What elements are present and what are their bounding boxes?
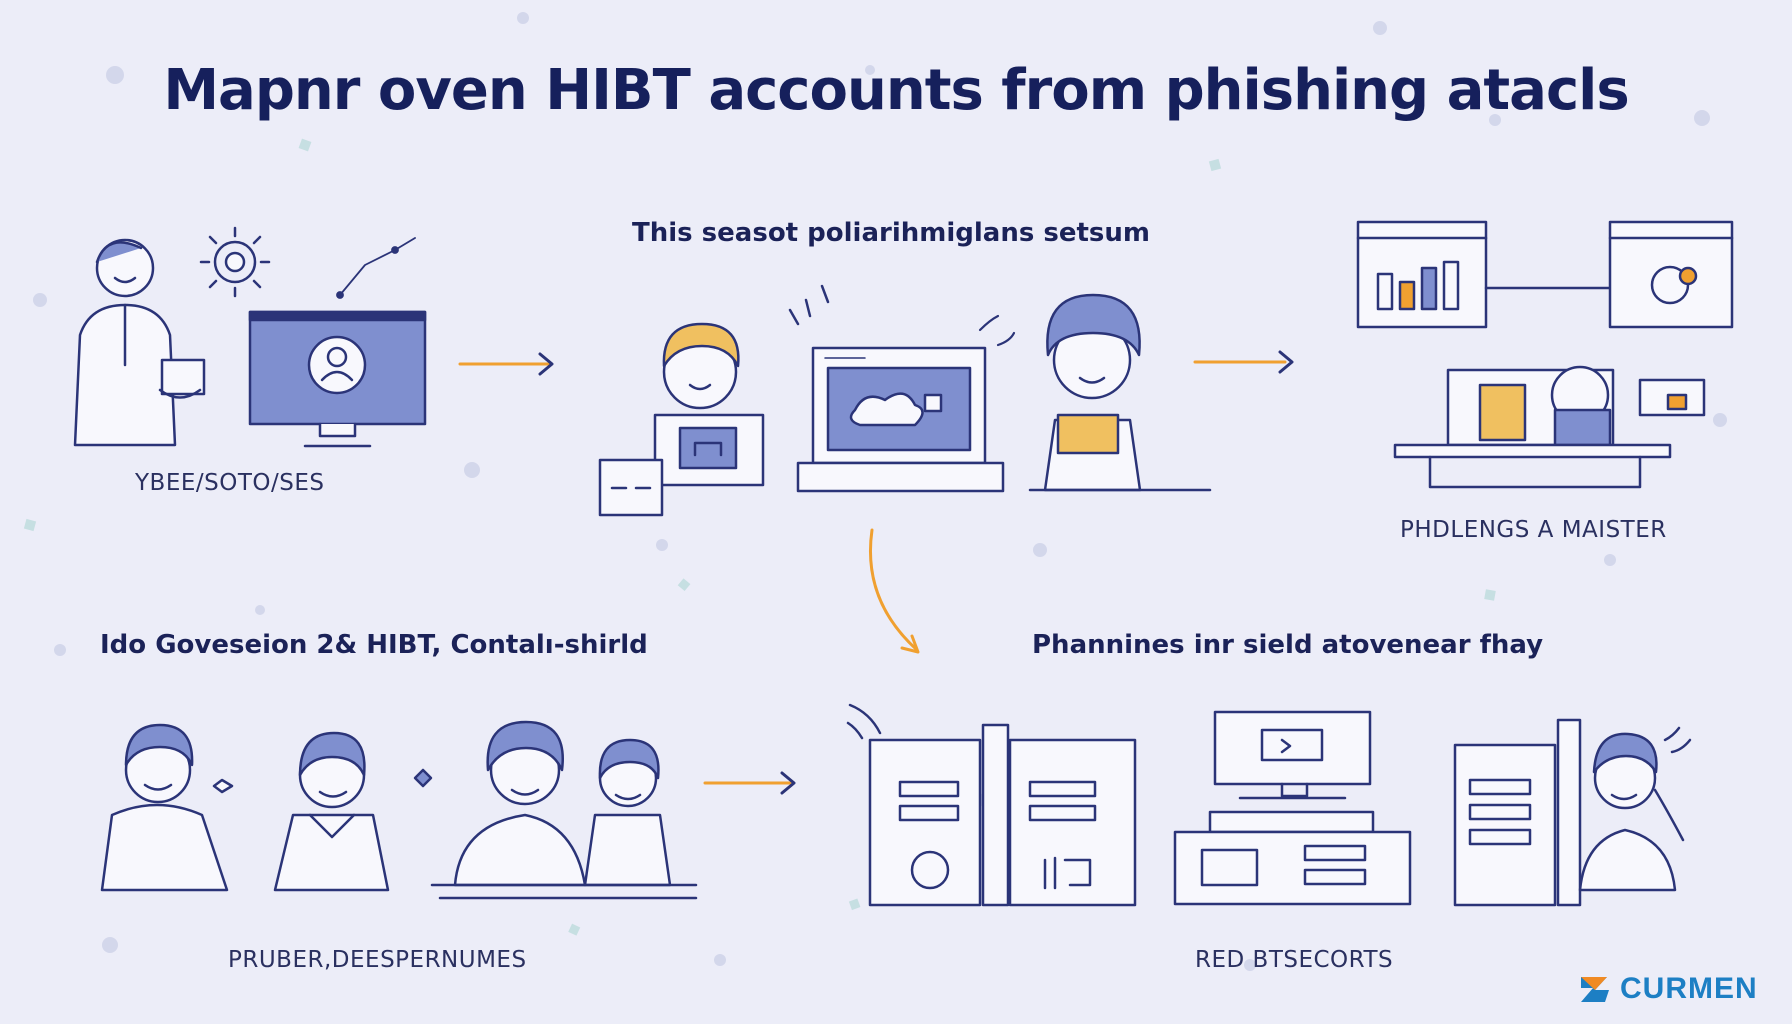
character-icon [653, 322, 765, 487]
team-icon [100, 720, 698, 900]
gear-icon [199, 226, 271, 298]
center-step-heading: This seasot poliarihmiglans setsum [632, 218, 1150, 248]
bottom-right-heading: Phannines inr sield atovenear fhay [1032, 630, 1544, 660]
terminal-desk-icon [1173, 710, 1412, 906]
laptop-icon [796, 346, 1005, 493]
bottom-right-caption: RED BTSECORTS [1195, 947, 1394, 973]
server-rack-icon [846, 703, 1137, 907]
brand-mark-icon [1581, 977, 1609, 1002]
curly-hair-character-icon [1028, 293, 1212, 492]
sparkle-marks-icon [978, 314, 1016, 347]
arrow-icon [1193, 350, 1294, 374]
target-window-icon [1608, 220, 1734, 329]
curved-arrow-icon [868, 528, 920, 654]
workstation-icon [1393, 365, 1706, 489]
bottom-left-heading: Ido Goveseion 2& HIBT, Contalı-shirld [100, 630, 648, 660]
arrow-icon [458, 352, 554, 376]
operator-icon [1453, 718, 1692, 907]
left-step-caption: ҮBEE/SOTO/SES [135, 470, 325, 496]
brand-logo: CURMEN [1578, 972, 1758, 1006]
chart-window-icon [1356, 220, 1488, 329]
small-card-icon [598, 458, 664, 517]
alert-marks-icon [788, 284, 830, 326]
monitor-user-icon [248, 310, 427, 448]
network-lines-icon [336, 237, 416, 299]
brand-name: CURMEN [1620, 972, 1758, 1005]
person-icon [73, 238, 206, 447]
arrow-icon [703, 771, 796, 795]
right-step-caption: PHDLENGS A MAISTER [1400, 517, 1667, 543]
bottom-left-caption: PRUBER,DEESPERNUMES [228, 947, 527, 973]
page-title: Mapnr oven HIBT accounts from phishing a… [163, 58, 1629, 123]
